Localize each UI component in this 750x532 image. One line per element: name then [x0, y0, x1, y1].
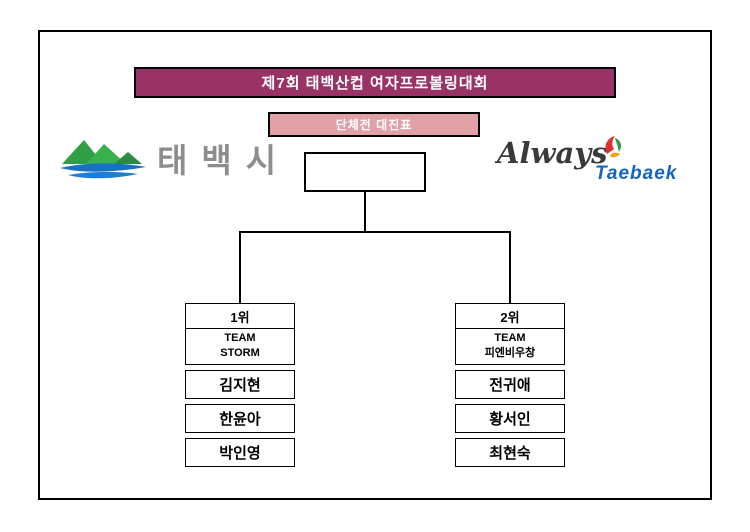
always-script-text: Always — [497, 136, 608, 170]
flame-icon — [605, 136, 622, 158]
player-name: 박인영 — [219, 444, 261, 462]
seed-box-left: 1위 — [185, 303, 295, 329]
seed-label-right: 2위 — [500, 309, 520, 325]
player-name: 최현숙 — [489, 444, 531, 462]
player-box: 김지현 — [185, 369, 295, 399]
team-line2-right: 피엔비우창 — [484, 347, 536, 359]
title-text: 제7회 태백산컵 여자프로볼링대회 — [261, 75, 489, 92]
subtitle-banner: 단체전 대진표 — [268, 112, 480, 137]
always-taebaek-logo: Always Taebaek — [497, 136, 697, 188]
team-name-box-left: TEAM STORM — [185, 327, 295, 365]
player-name: 김지현 — [219, 376, 261, 394]
taebaek-blue-text: Taebaek — [595, 163, 678, 184]
seed-label-left: 1위 — [230, 309, 250, 325]
team-column-left: 1위 TEAM STORM 김지현 한윤아 박인영 — [185, 303, 295, 467]
player-box: 한윤아 — [185, 403, 295, 433]
player-box: 황서인 — [455, 403, 565, 433]
connector-line-left-vertical — [239, 231, 241, 303]
outer-border-frame — [38, 30, 712, 500]
mountain-wave-icon — [60, 140, 146, 179]
seed-box-right: 2위 — [455, 303, 565, 329]
subtitle-text: 단체전 대진표 — [335, 118, 413, 132]
taebaek-city-text: 태백시 — [157, 142, 291, 179]
player-name: 전귀애 — [489, 376, 531, 394]
team-column-right: 2위 TEAM 피엔비우창 전귀애 황서인 최현숙 — [455, 303, 565, 467]
player-box: 박인영 — [185, 437, 295, 467]
player-box: 최현숙 — [455, 437, 565, 467]
taebaek-city-logo: 태백시 — [56, 132, 290, 184]
connector-line-center-vertical — [364, 192, 366, 233]
player-box: 전귀애 — [455, 369, 565, 399]
team-line1-right: TEAM — [494, 332, 526, 345]
player-name: 한윤아 — [219, 410, 261, 428]
player-name: 황서인 — [489, 410, 531, 428]
title-banner: 제7회 태백산컵 여자프로볼링대회 — [134, 67, 616, 98]
final-winner-box — [304, 152, 426, 192]
connector-line-horizontal — [239, 231, 511, 233]
team-line1-left: TEAM — [224, 332, 256, 345]
team-name-box-right: TEAM 피엔비우창 — [455, 327, 565, 365]
connector-line-right-vertical — [509, 231, 511, 303]
team-line2-left: STORM — [220, 347, 260, 359]
